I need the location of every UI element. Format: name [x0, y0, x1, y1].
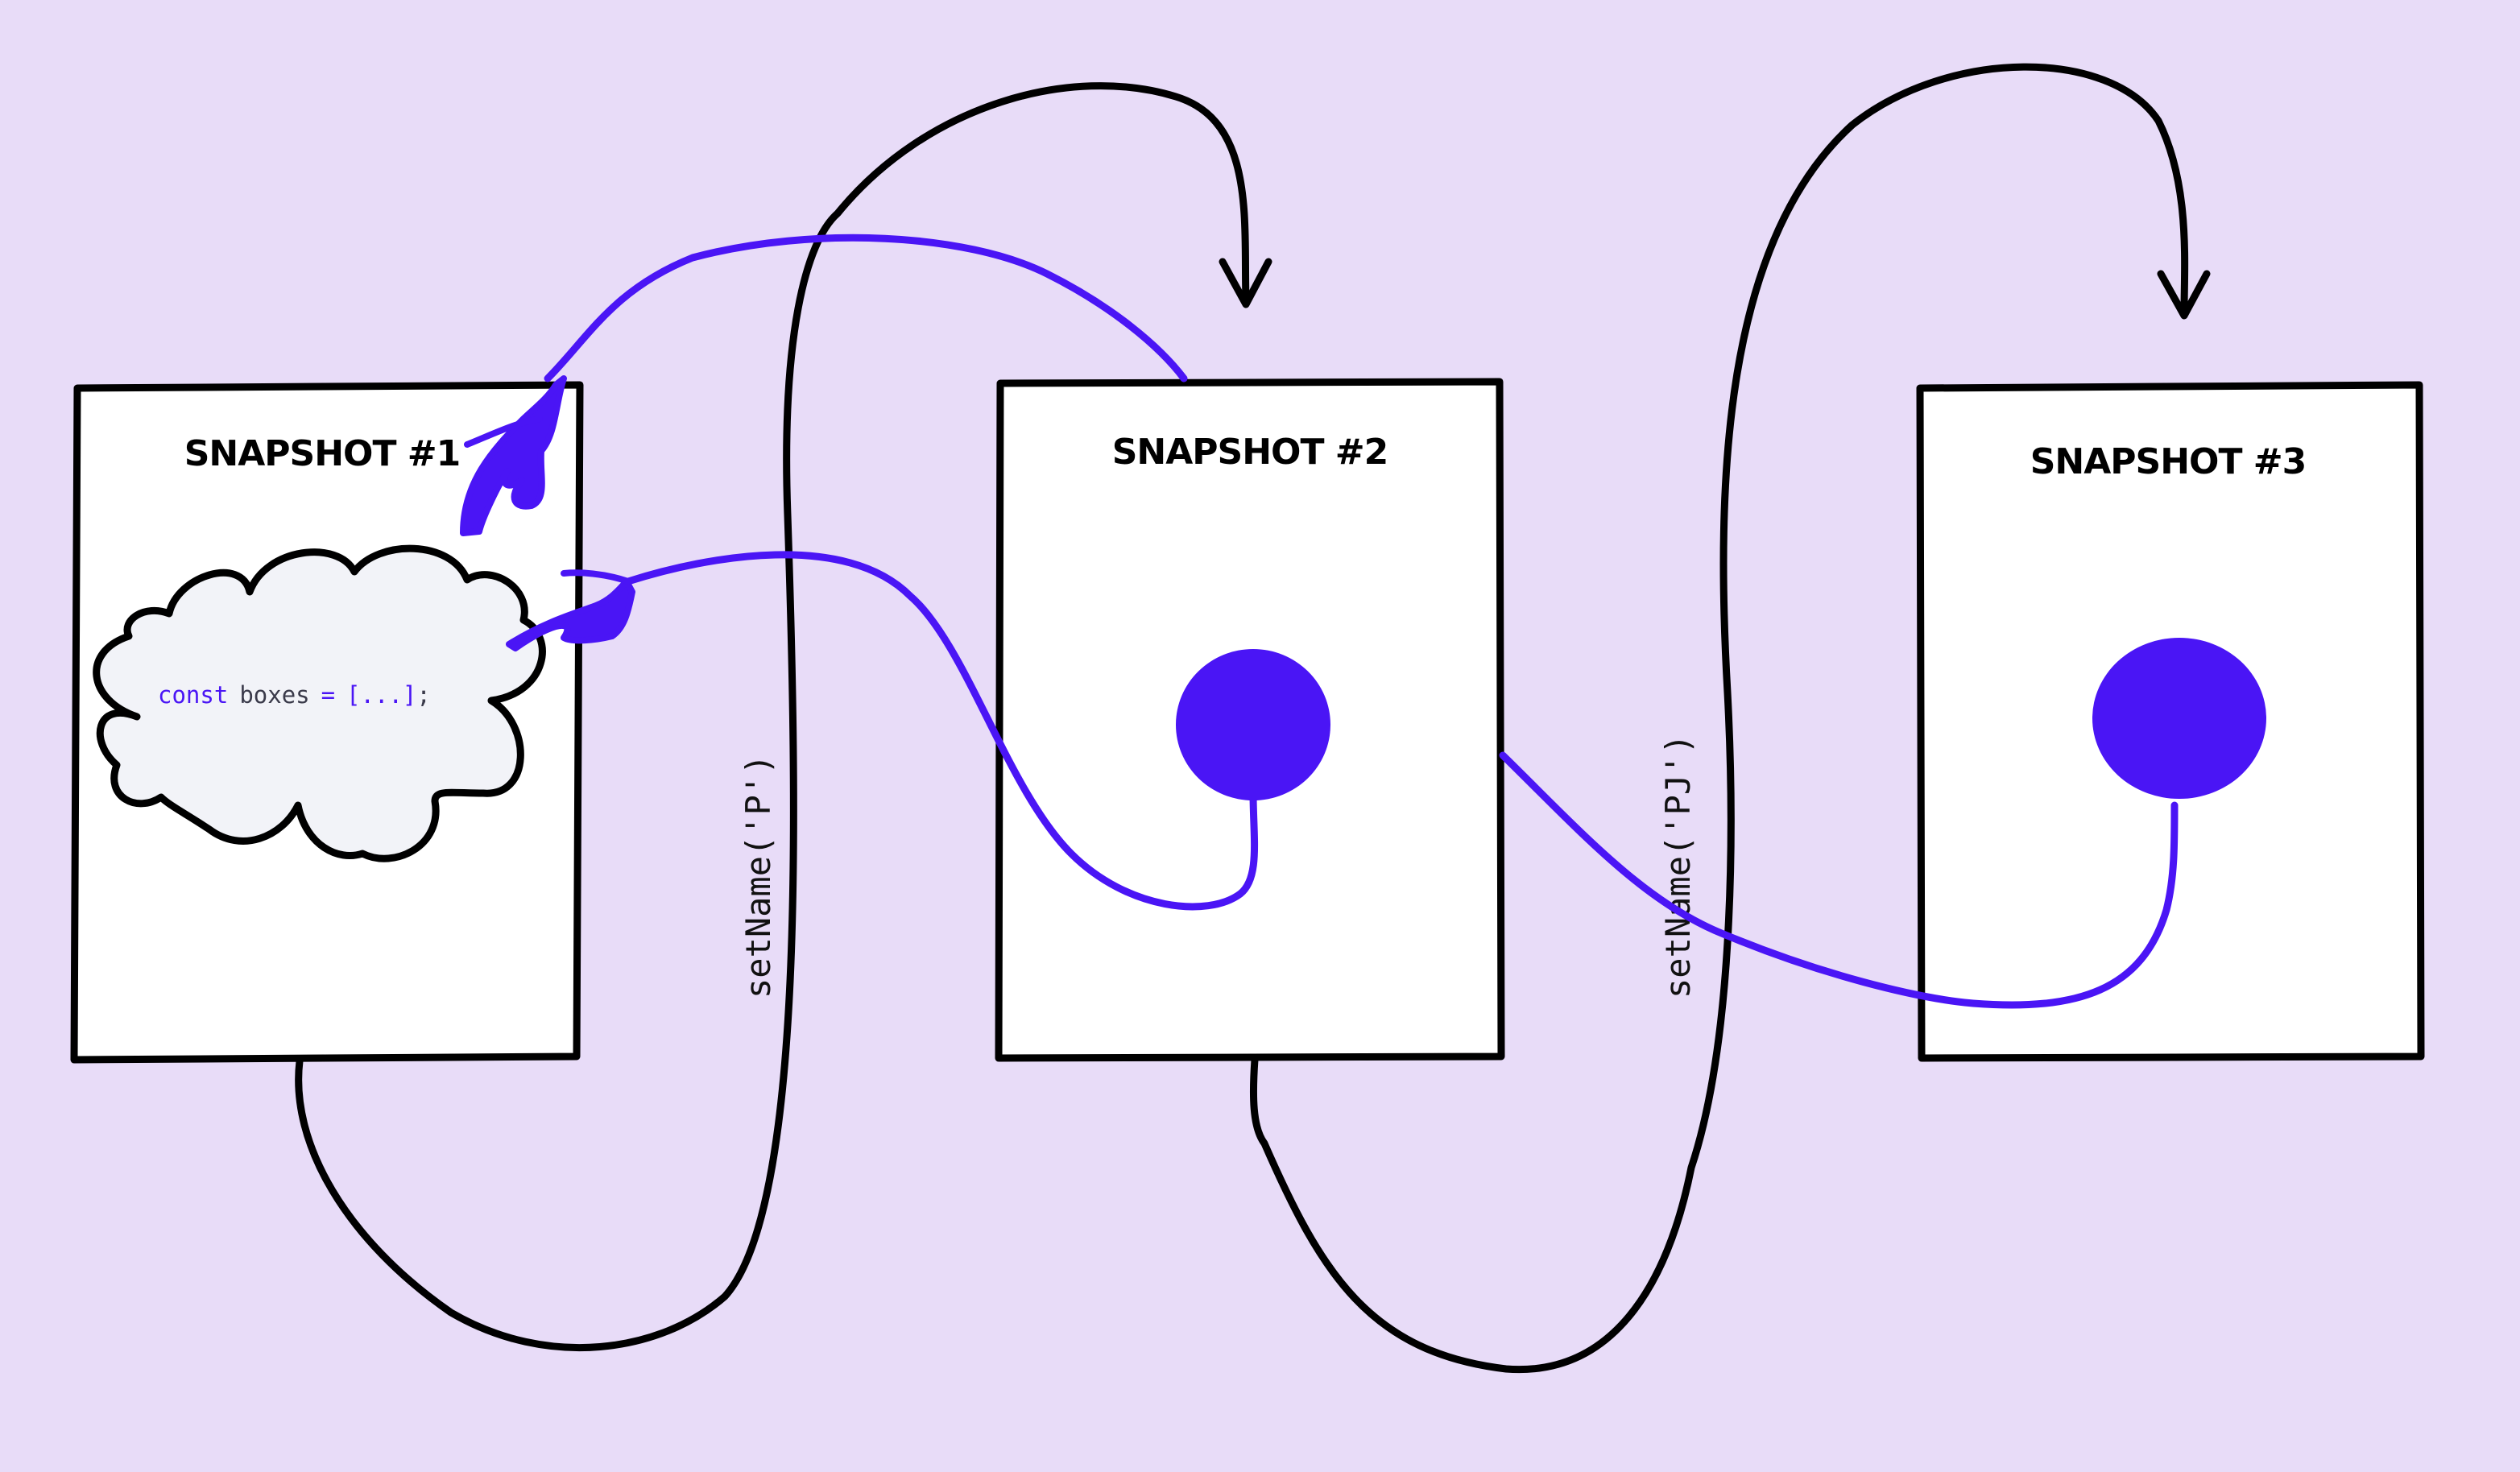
reference-line-to-snapshot-3 [1499, 751, 2179, 1009]
snapshot-title-1: SNAPSHOT #1 [184, 433, 461, 474]
code-cloud: const boxes = [...]; [93, 544, 546, 862]
transition-arrow-1 [295, 82, 1272, 1351]
pointing-hand-icon [506, 569, 635, 651]
reference-line-snapshot [544, 234, 1188, 382]
transition-arrow-2 [1249, 63, 2211, 1374]
transition-label-1: setName('P') [739, 755, 778, 999]
snapshot-title-3: SNAPSHOT #3 [2030, 441, 2307, 482]
code-identifier: boxes [239, 681, 309, 709]
code-operator: = [321, 681, 335, 709]
code-value: [...] [346, 681, 416, 709]
code-snippet: const boxes = [...]; [158, 681, 431, 709]
state-dot-3 [2092, 638, 2266, 799]
snapshot-title-2: SNAPSHOT #2 [1112, 432, 1388, 473]
state-dot-2 [1176, 649, 1330, 800]
pointing-hand-icon [460, 375, 567, 536]
reference-line-boxes [624, 551, 1259, 911]
code-keyword: const [158, 681, 228, 709]
code-terminator: ; [416, 681, 430, 709]
transition-label-2: setName('PJ') [1658, 734, 1698, 999]
